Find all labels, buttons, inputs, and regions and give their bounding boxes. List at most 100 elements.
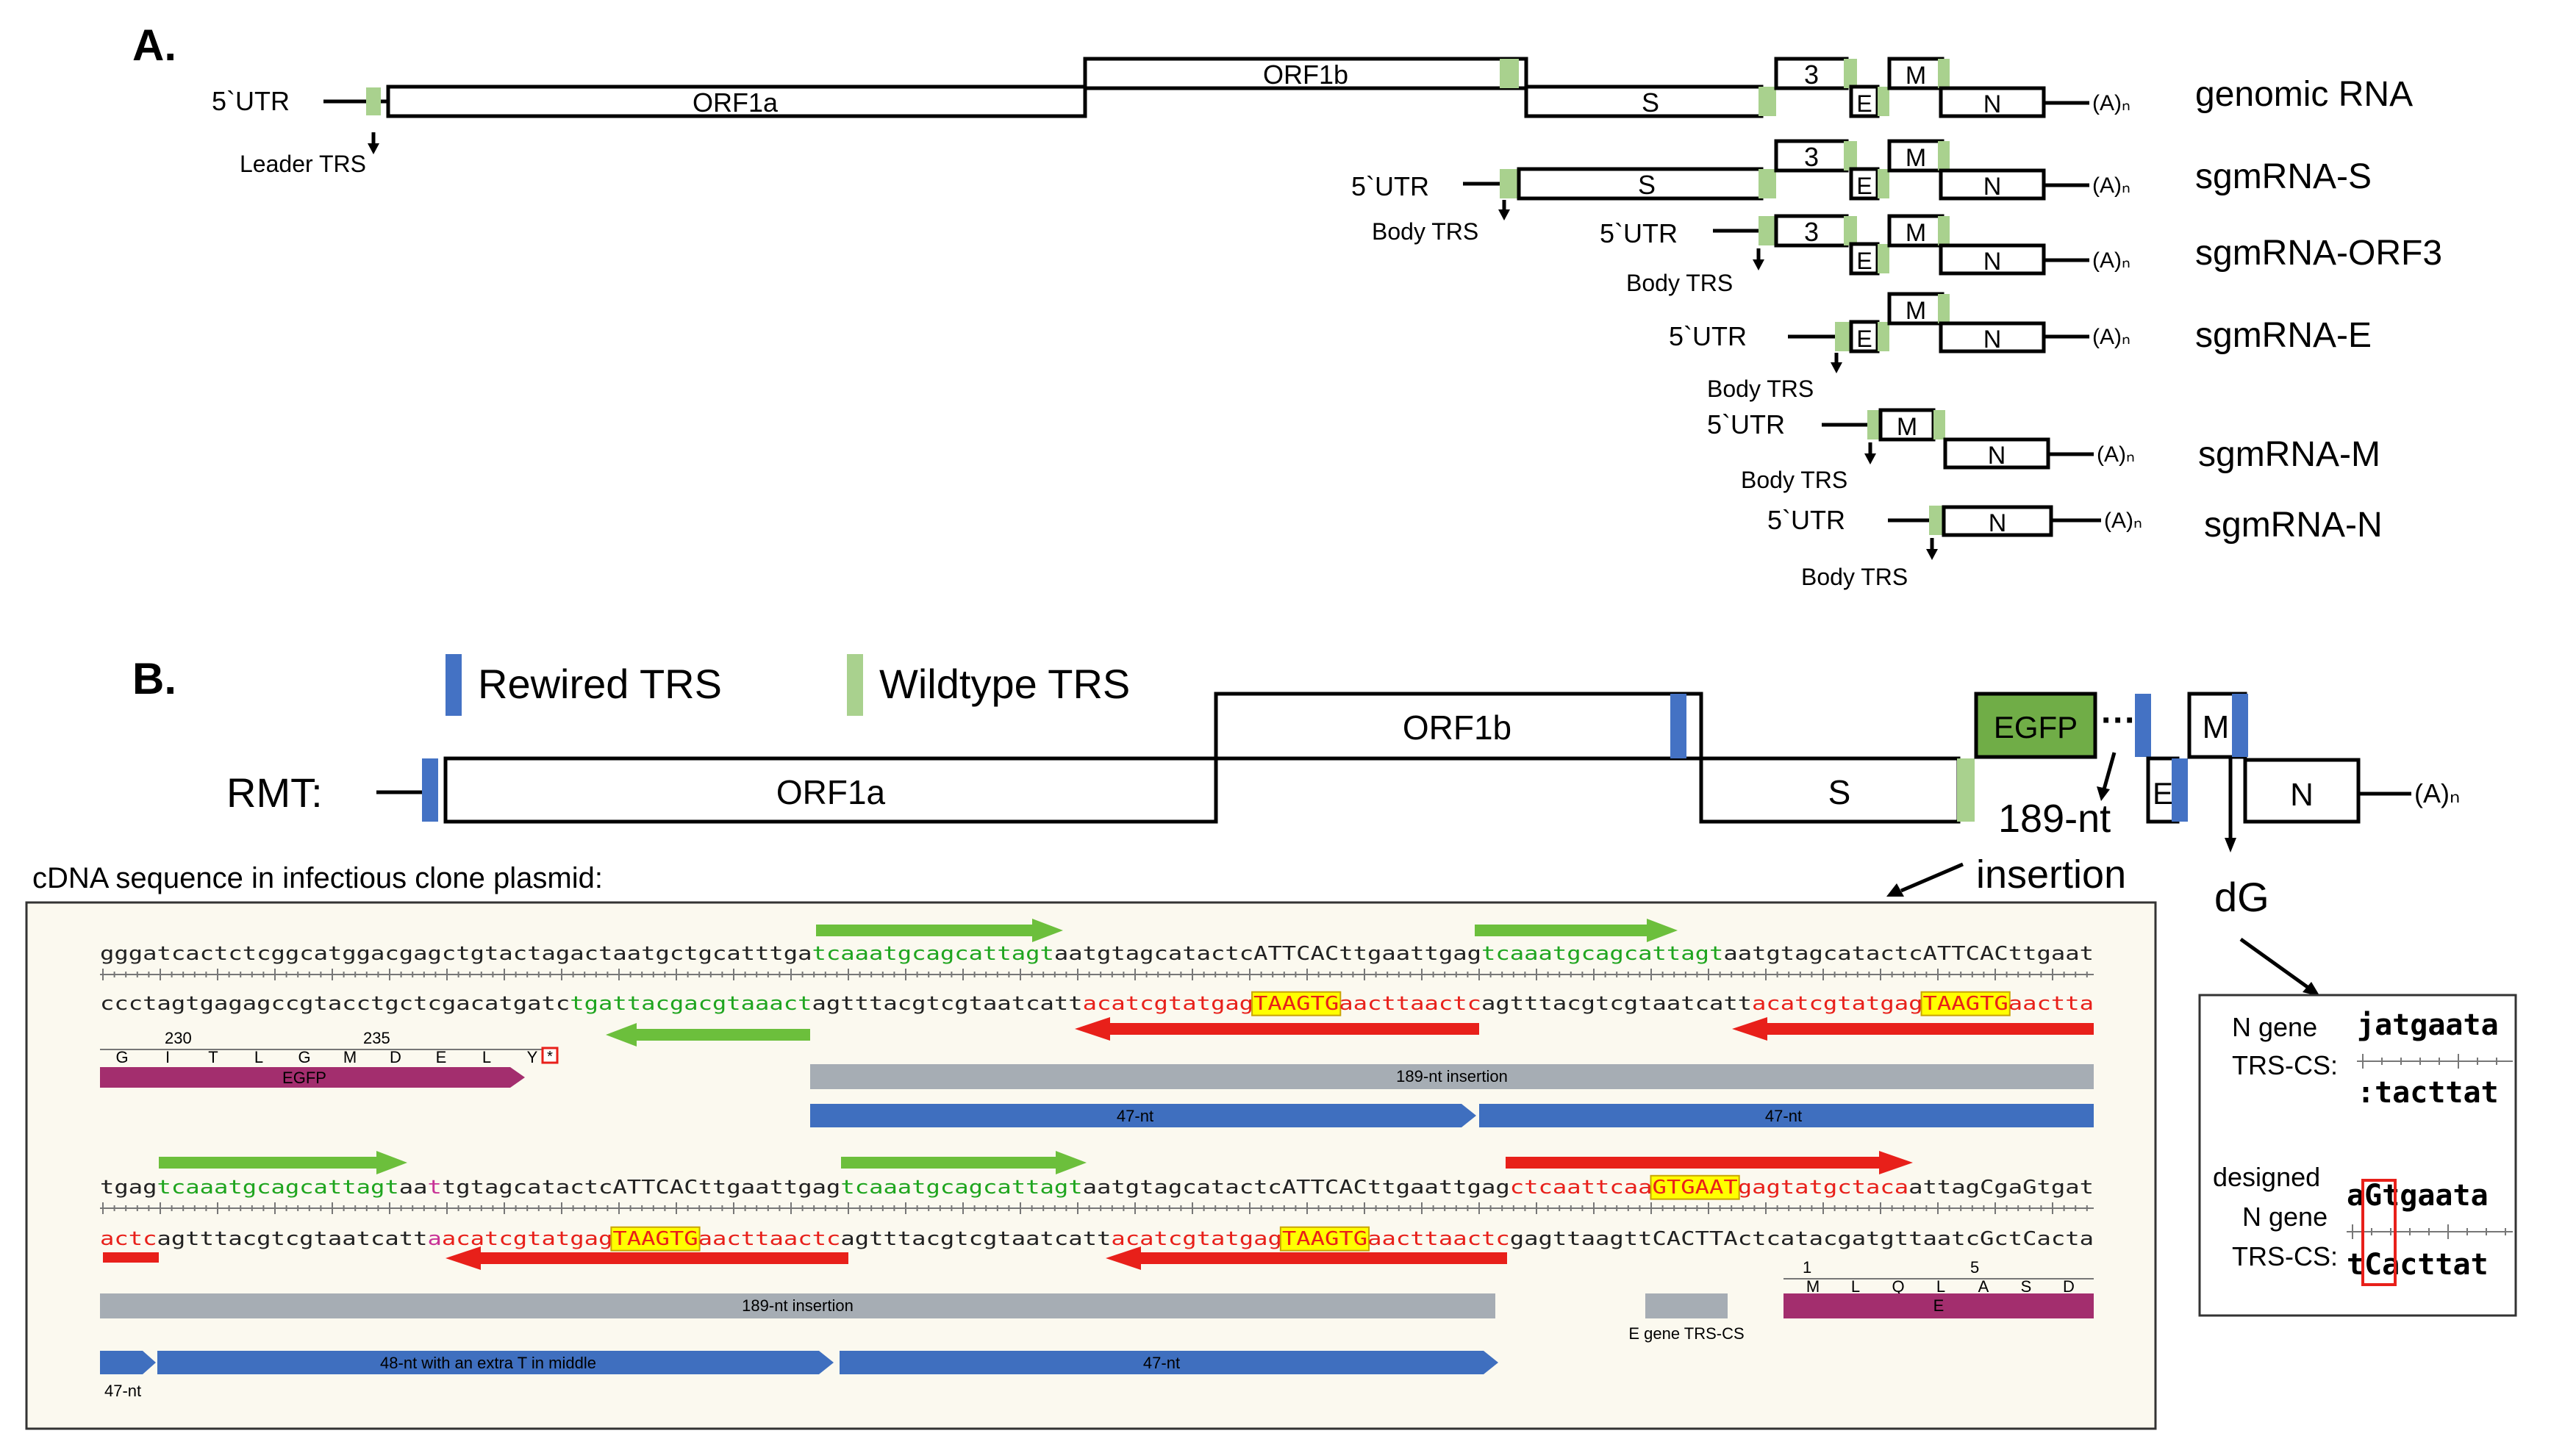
e-gene-trs-label: E gene TRS-CS bbox=[1628, 1324, 1744, 1343]
orf1a-label: ORF1a bbox=[693, 87, 779, 118]
seq-segment: ctcaattcaa bbox=[1510, 1177, 1653, 1199]
amino-acid: E bbox=[436, 1048, 447, 1066]
rewired-trs-legend: Rewired TRS bbox=[478, 661, 722, 707]
seq-segment: tcaaatgcagcattagt bbox=[812, 943, 1054, 965]
inset-trs-cs-1: TRS-CS: bbox=[2232, 1050, 2338, 1080]
seq-segment: t bbox=[428, 1177, 442, 1199]
seq-segment: GTGAAT bbox=[1652, 1177, 1737, 1199]
inset-panel bbox=[2198, 994, 2517, 1317]
seq-segment: TAAGTG bbox=[1923, 993, 2008, 1015]
ruler-235: 235 bbox=[363, 1029, 390, 1047]
egfp-feature-label: EGFP bbox=[282, 1069, 326, 1087]
insertion-feature-row2 bbox=[100, 1293, 1495, 1318]
polya-sgmrna-orf3: (A)ₙ bbox=[2092, 248, 2130, 273]
seq-segment: gagtatgctaca bbox=[1738, 1177, 1908, 1199]
genomic-utr-label: 5`UTR bbox=[212, 86, 290, 116]
primer-arrow-red-rev bbox=[446, 1246, 848, 1270]
seq-row1-top: gggatcactctcggcatggacgagctgtactagactaatg… bbox=[100, 943, 2094, 965]
nt47-small-label: 47-nt bbox=[104, 1382, 141, 1400]
amino-acid: Y bbox=[527, 1048, 538, 1066]
insertion-feature-row2-label: 189-nt insertion bbox=[742, 1296, 854, 1315]
ggtgaa-highlight bbox=[1279, 1226, 1370, 1252]
amino-acid: D bbox=[2063, 1277, 2075, 1296]
nt47-feature-label: 47-nt bbox=[1143, 1354, 1180, 1372]
n-label-genomic: N bbox=[1983, 90, 2002, 118]
amino-acid: M bbox=[343, 1048, 357, 1066]
orf1b-box bbox=[1083, 57, 1528, 90]
rmt-e-label: E bbox=[2153, 776, 2173, 811]
rmt-polya: (A)ₙ bbox=[2414, 778, 2460, 808]
nt47-feature bbox=[810, 1104, 1476, 1127]
sgmrna-m-trs: Body TRS bbox=[1741, 467, 1847, 493]
sgmrna-orf3-row: 5`UTR 3 E M N (A)ₙ Body TRS sgmRNA-ORF3 bbox=[1600, 214, 2442, 296]
seq-segment: acatcgtatgag bbox=[1083, 993, 1253, 1015]
seq-segment: tgtagcatactcATTCACttgaattgag bbox=[442, 1177, 840, 1199]
sgmrna-s-name: sgmRNA-S bbox=[2195, 157, 2372, 196]
orf3-label-sgmrna-orf3: 3 bbox=[1804, 217, 1819, 247]
sgmrna-n-utr: 5`UTR bbox=[1767, 505, 1845, 535]
seq-segment: agtttacgtcgtaatcatt bbox=[812, 993, 1083, 1015]
mutation-highlight-box bbox=[2361, 1179, 2397, 1286]
seq-segment: aacttaactc bbox=[1339, 993, 1481, 1015]
amino-acid: Q bbox=[1892, 1277, 1904, 1296]
orf3-label-genomic: 3 bbox=[1804, 60, 1819, 90]
e-label-sgmrna-s: E bbox=[1856, 173, 1872, 199]
seq-segment: TAAGTG bbox=[612, 1228, 698, 1250]
n-label-sgmrna-n: N bbox=[1989, 509, 2007, 537]
s-box-sgmrna-s bbox=[1517, 167, 1764, 201]
rmt-orf1b-box bbox=[1214, 692, 1703, 761]
m-box-genomic bbox=[1887, 57, 1944, 90]
insertion-feature-row1 bbox=[810, 1064, 2094, 1089]
n-label-sgmrna-s: N bbox=[1983, 173, 2002, 201]
sgmrna-n-trs: Body TRS bbox=[1801, 564, 1908, 590]
seq-segment: gagttaagttCACTTActcatacgatgttaatcGctCact… bbox=[1510, 1228, 2094, 1250]
orf1b-label: ORF1b bbox=[1263, 60, 1348, 90]
seq-segment: agtttacgtcgtaatcatt bbox=[840, 1228, 1111, 1250]
rmt-construct: RMT: ORF1a ORF1b S EGFP ··· E M N (A)ₙ 1… bbox=[226, 692, 2460, 997]
sgmrna-e-utr: 5`UTR bbox=[1669, 321, 1747, 351]
orf3-label-sgmrna-s: 3 bbox=[1804, 142, 1819, 172]
sgmrna-s-row: 5`UTR S 3 E M N (A)ₙ Body TRS sgmRNA-S bbox=[1351, 139, 2372, 245]
seq-segment: actc bbox=[100, 1228, 157, 1250]
seq-segment: aacttaactc bbox=[698, 1228, 841, 1250]
primer-arrow-red-rev bbox=[1732, 1017, 2094, 1041]
ggtgaa-highlight bbox=[610, 1226, 701, 1252]
rmt-orf1a-box bbox=[443, 756, 1218, 824]
seq-segment: agtttacgtcgtaatcatt bbox=[157, 1228, 427, 1250]
n-label-sgmrna-m: N bbox=[1988, 442, 2006, 470]
amino-acid: G bbox=[115, 1048, 128, 1066]
e-gene-trs-feature bbox=[1645, 1293, 1728, 1318]
primer-arrow-green bbox=[1475, 919, 1678, 942]
e-gene-feature bbox=[1783, 1293, 2094, 1318]
rmt-n-box bbox=[2243, 758, 2361, 824]
amino-acid: L bbox=[482, 1048, 491, 1066]
m-label-sgmrna-orf3: M bbox=[1906, 219, 1926, 247]
primer-arrow-green-rev bbox=[606, 1023, 810, 1047]
genomic-rna-row: 5`UTR ORF1a ORF1b S 3 E M N (A)ₙ Leader … bbox=[212, 57, 2413, 177]
e-label-sgmrna-orf3: E bbox=[1856, 248, 1872, 274]
cdna-title: cDNA sequence in infectious clone plasmi… bbox=[32, 862, 603, 894]
inset-trs-cs-2: TRS-CS: bbox=[2232, 1241, 2338, 1271]
primer-arrow-green bbox=[841, 1151, 1087, 1174]
amino-acid: T bbox=[208, 1048, 218, 1066]
nt47-feature bbox=[1479, 1104, 2094, 1127]
e-label-sgmrna-e: E bbox=[1856, 326, 1872, 352]
seq-segment: tcaaatgcagcattagt bbox=[840, 1177, 1082, 1199]
seq-segment: aactta bbox=[2008, 993, 2094, 1015]
seq-segment: aatgtagcatactcATTCACttgaat bbox=[1723, 943, 2094, 965]
e-gene-feature-label: E bbox=[1933, 1296, 1944, 1315]
inset-seq-bot-2: tCacttat bbox=[2347, 1248, 2489, 1282]
sgmrna-orf3-name: sgmRNA-ORF3 bbox=[2195, 234, 2442, 273]
s-label-genomic: S bbox=[1642, 87, 1659, 118]
n-label-sgmrna-e: N bbox=[1983, 326, 2002, 353]
rmt-orf1b-label: ORF1b bbox=[1403, 708, 1511, 747]
m-label-sgmrna-m: M bbox=[1897, 413, 1917, 441]
ruler-230: 230 bbox=[165, 1029, 192, 1047]
rmt-m-label: M bbox=[2203, 709, 2230, 745]
sgmrna-orf3-utr: 5`UTR bbox=[1600, 218, 1678, 248]
genomic-rna-name: genomic RNA bbox=[2195, 75, 2413, 114]
polya-sgmrna-m: (A)ₙ bbox=[2097, 442, 2135, 467]
amino-acid: A bbox=[1978, 1277, 1989, 1296]
